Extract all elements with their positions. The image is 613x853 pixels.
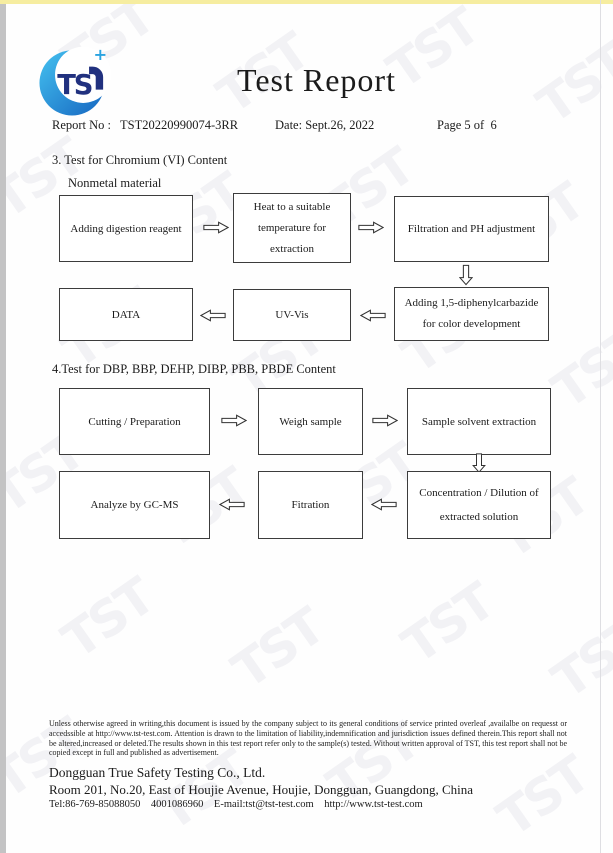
tst-watermark-icon: TST [486, 745, 599, 849]
flow-box-solvent-extraction: Sample solvent extraction [407, 388, 551, 455]
section3-subheading: Nonmetal material [68, 176, 162, 190]
flow-box-diphenylcarbazide: Adding 1,5-diphenylcarbazide for color d… [394, 287, 549, 341]
right-arrow-icon [221, 414, 248, 427]
report-no-value: TST20220990074-3RR [120, 118, 239, 132]
report-date: Date: Sept.26, 2022 [275, 118, 375, 132]
right-arrow-icon [372, 414, 399, 427]
flow-box-weigh-sample: Weigh sample [258, 388, 363, 455]
logo-plus: + [94, 45, 108, 64]
company-address: Room 201, No.20, East of Houjie Avenue, … [49, 782, 474, 797]
flow-box-concentration-dilution: Concentration / Dilution of extracted so… [407, 471, 551, 539]
down-arrow-icon [458, 264, 474, 286]
left-arrow-icon [370, 498, 397, 511]
tst-watermark-icon: TST [541, 317, 613, 421]
left-arrow-icon [218, 498, 245, 511]
disclaimer-text: Unless otherwise agreed in writing,this … [49, 719, 567, 758]
logo-hook [89, 66, 104, 90]
right-arrow-icon [203, 221, 230, 234]
scan-edge-left [0, 4, 6, 853]
flow-box-data: DATA [59, 288, 193, 341]
page-edge-right [600, 0, 601, 853]
section4-heading: 4.Test for DBP, BBP, DEHP, DIBP, PBB, PB… [52, 362, 336, 376]
company-name: Dongguan True Safety Testing Co., Ltd. [49, 765, 266, 780]
flow-box-adding-digestion-reagent: Adding digestion reagent [59, 195, 193, 262]
tst-watermark-icon: TST [51, 567, 164, 671]
tst-logo-svg: TS + [39, 45, 112, 116]
down-arrow-icon [472, 453, 486, 473]
flow-box-filtration-ph: Filtration and PH adjustment [394, 196, 549, 262]
report-title: Test Report [237, 62, 396, 98]
page-number: Page 5 of 6 [437, 118, 497, 132]
section3-heading: 3. Test for Chromium (VI) Content [52, 153, 228, 167]
flow-box-cutting-preparation: Cutting / Preparation [59, 388, 210, 455]
company-contact: Tel:86-769-85088050 4001086960 E-mail:ts… [49, 799, 423, 810]
tst-logo-icon: TS + [38, 42, 112, 118]
flow-box-uv-vis: UV-Vis [233, 289, 351, 341]
tst-watermark-icon: TST [391, 572, 504, 676]
flow-box-analyze-gcms: Analyze by GC-MS [59, 471, 210, 539]
flow-box-heat-extraction: Heat to a suitable temperature for extra… [233, 193, 351, 263]
logo-letters: TS [57, 70, 91, 101]
flow-box-fitration: Fitration [258, 471, 363, 539]
right-arrow-icon [358, 221, 385, 234]
left-arrow-icon [199, 309, 226, 322]
scan-edge-top [0, 0, 613, 4]
tst-watermark-icon: TST [541, 607, 613, 711]
tst-watermark-icon: TST [221, 597, 334, 701]
report-no-label: Report No : [52, 118, 112, 132]
left-arrow-icon [359, 309, 386, 322]
